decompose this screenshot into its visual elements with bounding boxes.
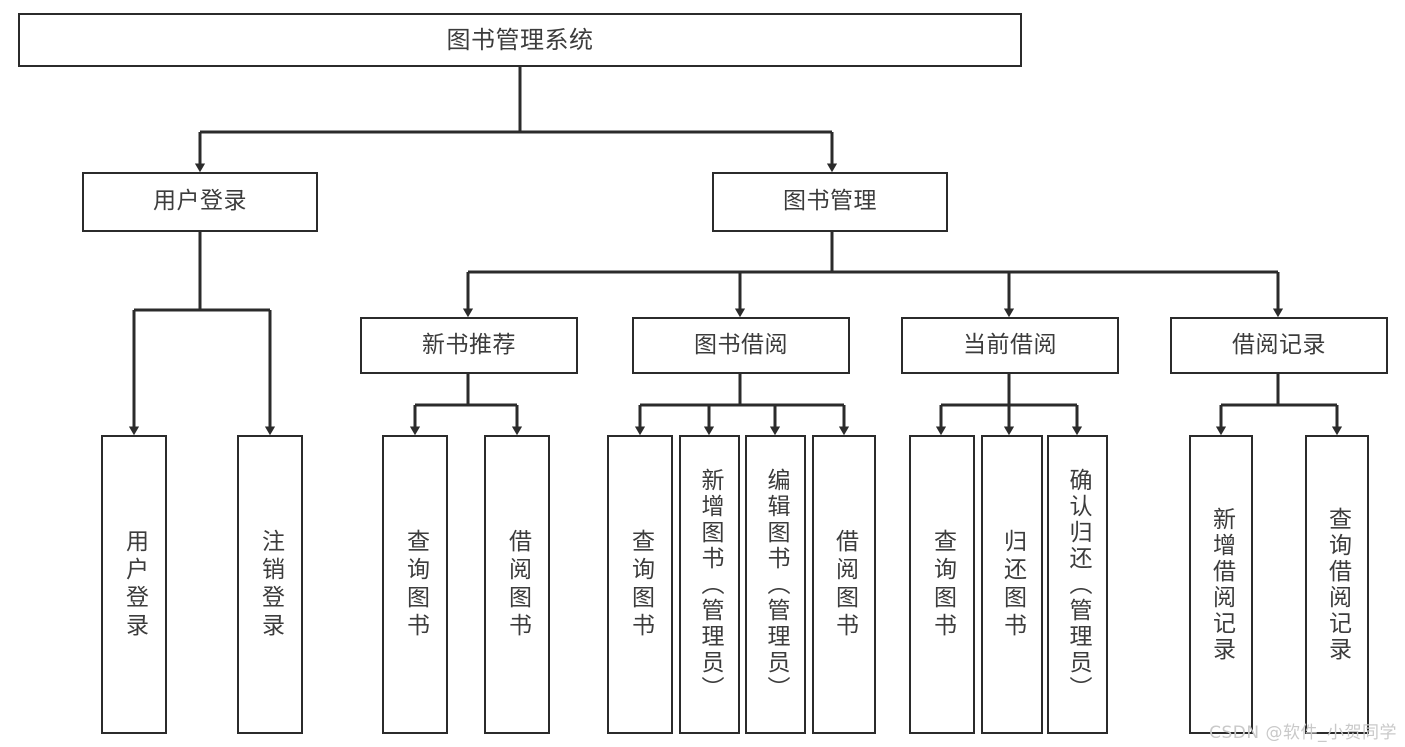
node-current-borrow[interactable]: 当前借阅 bbox=[901, 317, 1119, 374]
leaf-confirm-return-admin[interactable]: 确认归还（管理员） bbox=[1047, 435, 1108, 734]
node-borrow-record[interactable]: 借阅记录 bbox=[1170, 317, 1388, 374]
node-label: 借阅记录 bbox=[1232, 331, 1326, 358]
leaf-add-borrow-record[interactable]: 新增借阅记录 bbox=[1189, 435, 1253, 734]
node-label: 用户登录 bbox=[153, 188, 247, 215]
leaf-borrow-book-recommend[interactable]: 借阅图书 bbox=[484, 435, 550, 734]
node-label: 借阅图书 bbox=[504, 528, 531, 641]
node-label: 用户登录 bbox=[121, 528, 148, 641]
node-book-management[interactable]: 图书管理 bbox=[712, 172, 948, 232]
node-label: 查询图书 bbox=[929, 528, 956, 641]
node-label: 图书管理系统 bbox=[446, 25, 594, 54]
node-root-book-management-system[interactable]: 图书管理系统 bbox=[18, 13, 1022, 67]
node-label: 查询图书 bbox=[402, 528, 429, 641]
node-label: 归还图书 bbox=[999, 528, 1026, 641]
node-label: 查询借阅记录 bbox=[1324, 506, 1351, 663]
leaf-edit-book-admin[interactable]: 编辑图书（管理员） bbox=[745, 435, 806, 734]
leaf-borrow-book[interactable]: 借阅图书 bbox=[812, 435, 876, 734]
leaf-logout-login[interactable]: 注销登录 bbox=[237, 435, 303, 734]
leaf-return-book[interactable]: 归还图书 bbox=[981, 435, 1043, 734]
node-label: 新书推荐 bbox=[422, 331, 516, 358]
node-book-borrow[interactable]: 图书借阅 bbox=[632, 317, 850, 374]
leaf-add-book-admin[interactable]: 新增图书（管理员） bbox=[679, 435, 740, 734]
leaf-query-book-borrow[interactable]: 查询图书 bbox=[607, 435, 673, 734]
node-label: 确认归还（管理员） bbox=[1065, 467, 1091, 702]
node-label: 借阅图书 bbox=[831, 528, 858, 641]
node-label: 查询图书 bbox=[627, 528, 654, 641]
csdn-watermark: CSDN @软件_小贺同学 bbox=[1209, 723, 1397, 743]
node-new-book-recommend[interactable]: 新书推荐 bbox=[360, 317, 578, 374]
node-label: 图书管理 bbox=[783, 188, 877, 215]
leaf-user-login[interactable]: 用户登录 bbox=[101, 435, 167, 734]
node-user-login[interactable]: 用户登录 bbox=[82, 172, 318, 232]
node-label: 图书借阅 bbox=[694, 331, 788, 358]
node-label: 编辑图书（管理员） bbox=[763, 467, 789, 702]
node-label: 注销登录 bbox=[257, 528, 284, 641]
node-label: 新增借阅记录 bbox=[1208, 506, 1235, 663]
node-label: 新增图书（管理员） bbox=[697, 467, 723, 702]
leaf-query-book-recommend[interactable]: 查询图书 bbox=[382, 435, 448, 734]
leaf-query-borrow-record[interactable]: 查询借阅记录 bbox=[1305, 435, 1369, 734]
node-label: 当前借阅 bbox=[963, 331, 1057, 358]
leaf-query-book-current[interactable]: 查询图书 bbox=[909, 435, 975, 734]
